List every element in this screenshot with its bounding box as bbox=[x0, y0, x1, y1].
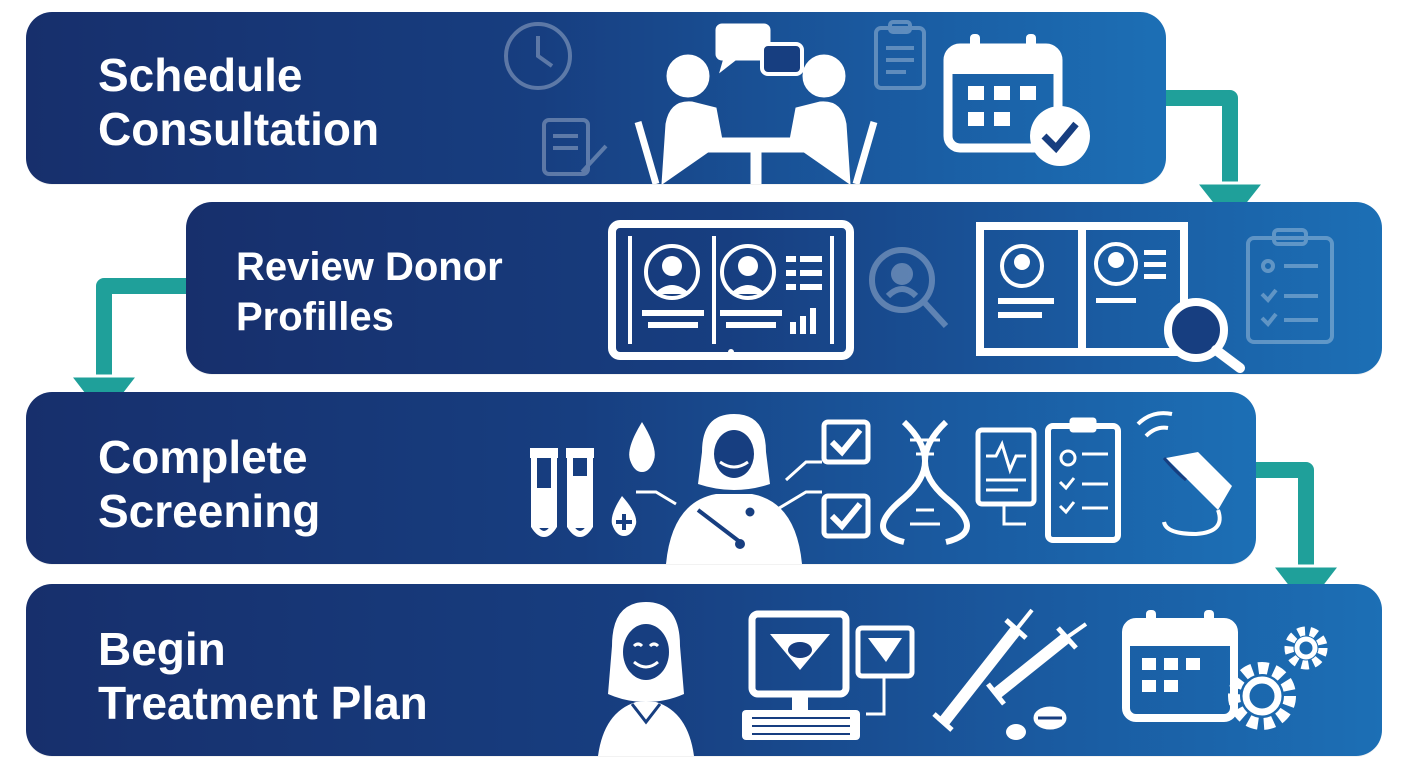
step-begin-treatment-plan: Begin Treatment Plan bbox=[26, 584, 1382, 756]
step-icons bbox=[504, 20, 1090, 184]
donor-profiles-tablet-icon bbox=[608, 220, 854, 360]
step-review-donor-profiles: Review Donor Profilles bbox=[186, 202, 1382, 374]
person-search-icon bbox=[869, 247, 949, 329]
calendar-gears-icon bbox=[1122, 610, 1328, 730]
step-icons bbox=[608, 220, 1334, 373]
ultrasound-probe-icon bbox=[1136, 411, 1232, 537]
clipboard-icon bbox=[874, 20, 926, 90]
test-tubes-icon bbox=[530, 448, 594, 537]
profile-book-magnifier-icon bbox=[976, 222, 1245, 373]
step-complete-screening: Complete Screening bbox=[26, 392, 1256, 564]
dna-icon bbox=[880, 419, 970, 545]
step-icons bbox=[530, 411, 1232, 564]
step-schedule-consultation: Schedule Consultation bbox=[26, 12, 1166, 184]
step-icons bbox=[598, 602, 1328, 756]
patient-figure-icon bbox=[666, 414, 802, 564]
medical-report-icon bbox=[975, 417, 1121, 543]
step-title: Complete Screening bbox=[98, 431, 321, 538]
step-title: Schedule Consultation bbox=[98, 49, 380, 156]
checklist-clipboard-icon bbox=[1246, 228, 1334, 344]
calendar-check-icon bbox=[943, 34, 1090, 166]
blood-drop-icon bbox=[611, 422, 677, 536]
consultation-meeting-icon bbox=[634, 23, 878, 184]
smiling-woman-icon bbox=[598, 602, 694, 756]
checkbox-icon bbox=[765, 419, 871, 539]
clock-icon bbox=[504, 22, 572, 90]
step-title: Review Donor Profilles bbox=[236, 245, 503, 339]
ultrasound-computer-icon bbox=[742, 610, 915, 740]
syringes-pills-icon bbox=[932, 608, 1088, 740]
step-title: Begin Treatment Plan bbox=[98, 623, 428, 730]
notepad-pencil-icon bbox=[542, 118, 608, 176]
